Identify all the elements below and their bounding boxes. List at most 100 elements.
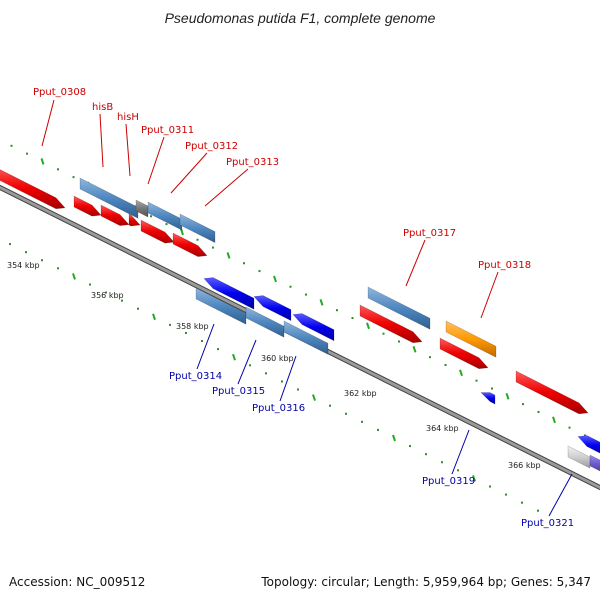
inner-scale-dot [361,420,363,423]
outer-scale-dot [351,317,354,320]
leader-pput-0308 [41,99,55,147]
inner-scale-dot [249,364,251,367]
inner-scale-dot [457,469,459,472]
outer-scale-dot [475,379,478,382]
inner-scale-dot [281,380,283,383]
gene-red-h[interactable] [515,370,589,415]
outer-scale-tick [40,158,45,165]
gene-red-g[interactable] [439,337,489,370]
gene-label-hish[interactable]: hisH [117,112,139,123]
inner-scale-tick [72,273,76,280]
outer-scale-dot [10,144,13,147]
gene-red-d[interactable] [140,219,175,244]
inner-scale-dot [41,259,43,262]
gene-red-f[interactable] [359,304,423,344]
inner-scale-dot [297,388,299,391]
gene-label-pput-0316[interactable]: Pput_0316 [252,403,305,414]
scale-label-358-kbp: 358 kbp [176,322,209,331]
leader-pput-0314 [196,323,215,370]
inner-scale-dot [409,445,411,448]
gene-label-pput-0319[interactable]: Pput_0319 [422,476,475,487]
leader-pput-0312 [170,152,208,194]
outer-scale-dot [382,332,385,335]
inner-scale-dot [345,412,347,415]
gene-label-pput-0314[interactable]: Pput_0314 [169,371,222,382]
gene-red-c[interactable] [128,213,141,227]
gene-hisb[interactable] [79,177,139,219]
gene-pput-0311[interactable] [147,201,183,231]
outer-scale-dot [398,340,400,343]
outer-scale-tick [226,252,231,259]
gene-label-pput-0321[interactable]: Pput_0321 [521,518,574,529]
outer-scale-dot [444,363,447,366]
gene-pput-0312[interactable] [179,213,216,244]
gene-blue-b[interactable] [253,295,292,322]
inner-scale-dot [489,485,491,488]
outer-scale-tick [552,416,556,424]
inner-scale-dot [265,372,267,375]
inner-scale-dot [377,428,379,431]
gene-label-pput-0317[interactable]: Pput_0317 [403,228,456,239]
gene-pput-0308[interactable] [0,167,66,210]
accession-text: Accession: NC_009512 [9,575,145,589]
gene-label-pput-0308[interactable]: Pput_0308 [33,87,86,98]
inner-scale-dot [121,299,123,302]
leader-pput-0317 [405,239,426,287]
map-title: Pseudomonas putida F1, complete genome [165,10,436,26]
gene-blue-d[interactable] [577,435,600,456]
inner-scale-dot [169,323,171,326]
gene-features [0,167,600,473]
inner-scale-dot [57,267,59,270]
outer-scale-dot [150,215,152,218]
inner-scale-dot [137,307,139,310]
gene-blue-a[interactable] [203,277,255,310]
scale-label-366-kbp: 366 kbp [508,461,541,470]
outer-scale-dot [72,176,75,179]
scale-label-364-kbp: 364 kbp [426,424,459,433]
outer-scale-tick [180,228,184,236]
gene-pput-0315[interactable] [245,306,285,338]
gene-hish[interactable] [135,199,149,218]
gene-pput-0319[interactable] [480,392,496,405]
gene-label-pput-0318[interactable]: Pput_0318 [478,260,531,271]
outer-scale-dot [212,246,214,249]
inner-scale-dot [537,509,539,512]
inner-scale-dot [441,461,443,464]
gene-red-b[interactable] [100,204,130,226]
gene-label-pput-0312[interactable]: Pput_0312 [185,141,238,152]
outer-scale-dot [57,168,59,171]
outer-scale-tick [459,369,463,377]
leader-hisb [99,113,104,168]
scale-label-362-kbp: 362 kbp [344,389,377,398]
inner-scale-dot [25,251,27,254]
gene-red-a[interactable] [73,195,102,217]
inner-scale-tick [472,475,476,482]
gene-label-pput-0315[interactable]: Pput_0315 [212,386,265,397]
outer-scale-tick [319,299,324,306]
outer-scale-dot [305,293,307,296]
inner-scale-dot [521,501,523,504]
gene-pput-0318[interactable] [445,320,497,358]
gene-red-e[interactable] [172,232,208,257]
leader-pput-0316 [279,355,297,402]
outer-scale-dot [336,309,338,312]
leader-pput-0315 [237,339,257,385]
gene-label-hisb[interactable]: hisB [92,102,113,113]
gene-silver-a[interactable] [567,445,591,469]
inner-scale-dot [201,340,203,343]
gene-label-pput-0313[interactable]: Pput_0313 [226,157,279,168]
gene-blue-c[interactable] [292,313,335,342]
leader-pput-0311 [147,136,165,185]
inner-scale-tick [152,313,156,321]
inner-scale-dot [185,331,187,334]
gene-pput-0314[interactable] [195,287,247,325]
inner-scale-tick [392,434,396,442]
inner-scale-dot [329,404,331,407]
gene-label-pput-0311[interactable]: Pput_0311 [141,125,194,136]
gene-pput-0316[interactable] [283,320,329,355]
gene-pput-0317[interactable] [367,286,431,330]
leader-hish [125,123,131,177]
gene-pput-0321[interactable] [589,454,600,473]
outer-scale-dot [537,410,540,413]
